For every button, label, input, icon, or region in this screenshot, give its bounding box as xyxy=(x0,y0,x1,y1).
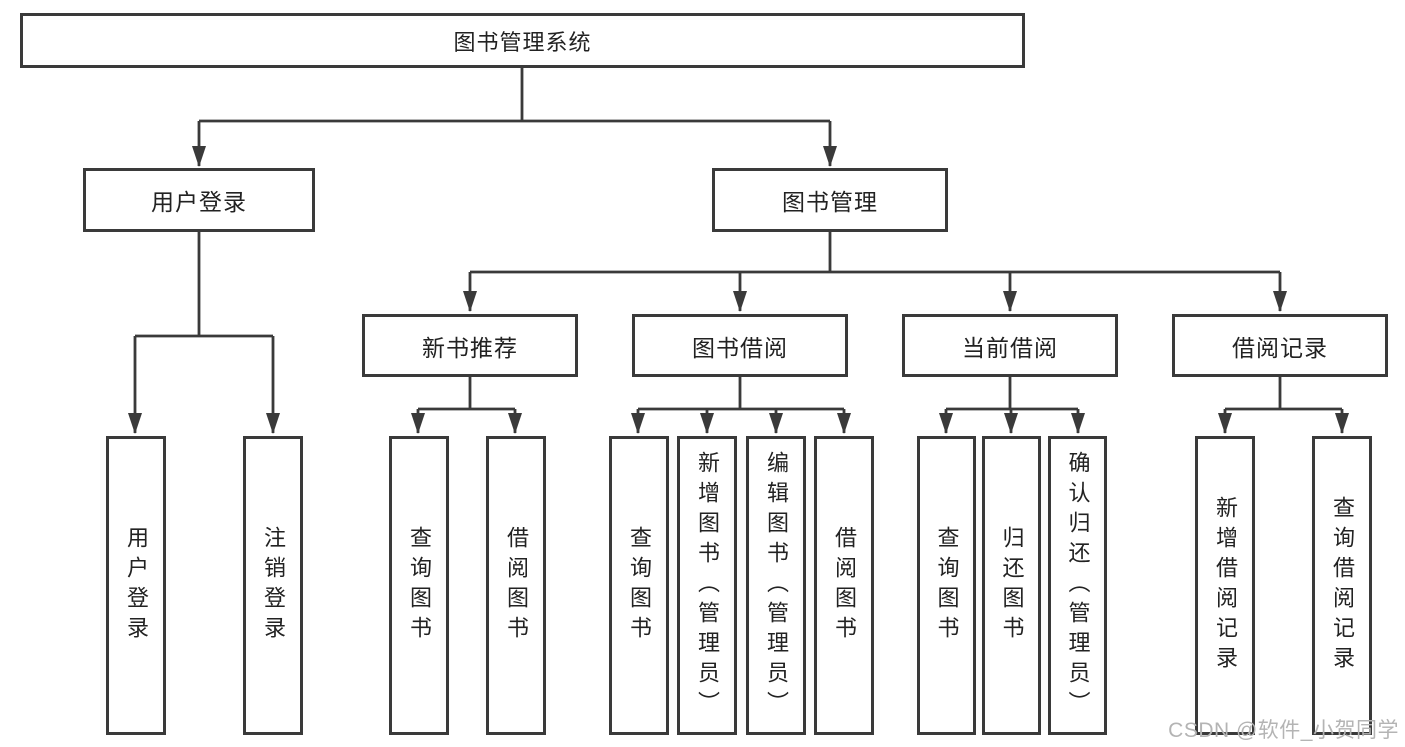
node-new-book-recommend: 新书推荐 xyxy=(362,314,578,377)
leaf-recommend-borrow-books-label: 借阅图书 xyxy=(504,525,529,646)
leaf-recommend-query-books: 查询图书 xyxy=(389,436,449,735)
csdn-watermark: CSDN @软件_小贺同学 xyxy=(1168,719,1399,742)
leaf-borrowing-add-books-admin: 新增图书（管理员） xyxy=(677,436,737,735)
node-book-borrowing-label: 图书借阅 xyxy=(692,334,788,361)
leaf-logout-login: 注销登录 xyxy=(243,436,303,735)
leaf-borrowing-query-books: 查询图书 xyxy=(609,436,669,735)
node-borrowing-records-label: 借阅记录 xyxy=(1232,334,1328,361)
leaf-current-confirm-return-admin: 确认归还（管理员） xyxy=(1048,436,1107,735)
leaf-recommend-query-books-label: 查询图书 xyxy=(407,525,432,646)
leaf-borrowing-borrow-books: 借阅图书 xyxy=(814,436,874,735)
node-current-borrowing: 当前借阅 xyxy=(902,314,1118,377)
leaf-records-query-record-label: 查询借阅记录 xyxy=(1330,495,1355,676)
node-book-management-label: 图书管理 xyxy=(782,189,878,215)
leaf-user-login-label: 用户登录 xyxy=(124,525,149,646)
leaf-records-query-record: 查询借阅记录 xyxy=(1312,436,1372,735)
leaf-logout-login-label: 注销登录 xyxy=(261,525,286,646)
node-new-book-recommend-label: 新书推荐 xyxy=(422,334,518,361)
node-user-login-label: 用户登录 xyxy=(151,189,247,215)
leaf-borrowing-query-books-label: 查询图书 xyxy=(627,525,652,646)
leaf-current-query-books: 查询图书 xyxy=(917,436,976,735)
leaf-current-return-books: 归还图书 xyxy=(982,436,1041,735)
node-user-login: 用户登录 xyxy=(83,168,315,232)
leaf-borrowing-edit-books-admin-label: 编辑图书（管理员） xyxy=(764,450,789,721)
leaf-current-return-books-label: 归还图书 xyxy=(999,525,1025,646)
leaf-current-query-books-label: 查询图书 xyxy=(934,525,960,646)
leaf-user-login: 用户登录 xyxy=(106,436,166,735)
leaf-records-add-record-label: 新增借阅记录 xyxy=(1213,495,1238,676)
node-book-borrowing: 图书借阅 xyxy=(632,314,848,377)
leaf-borrowing-edit-books-admin: 编辑图书（管理员） xyxy=(746,436,806,735)
leaf-current-confirm-return-admin-label: 确认归还（管理员） xyxy=(1065,450,1091,721)
leaf-records-add-record: 新增借阅记录 xyxy=(1195,436,1255,735)
leaf-borrowing-borrow-books-label: 借阅图书 xyxy=(832,525,857,646)
node-root: 图书管理系统 xyxy=(20,13,1025,68)
node-current-borrowing-label: 当前借阅 xyxy=(962,334,1058,361)
node-book-management: 图书管理 xyxy=(712,168,948,232)
node-root-label: 图书管理系统 xyxy=(453,29,592,55)
leaf-borrowing-add-books-admin-label: 新增图书（管理员） xyxy=(695,450,720,721)
node-borrowing-records: 借阅记录 xyxy=(1172,314,1388,377)
leaf-recommend-borrow-books: 借阅图书 xyxy=(486,436,546,735)
